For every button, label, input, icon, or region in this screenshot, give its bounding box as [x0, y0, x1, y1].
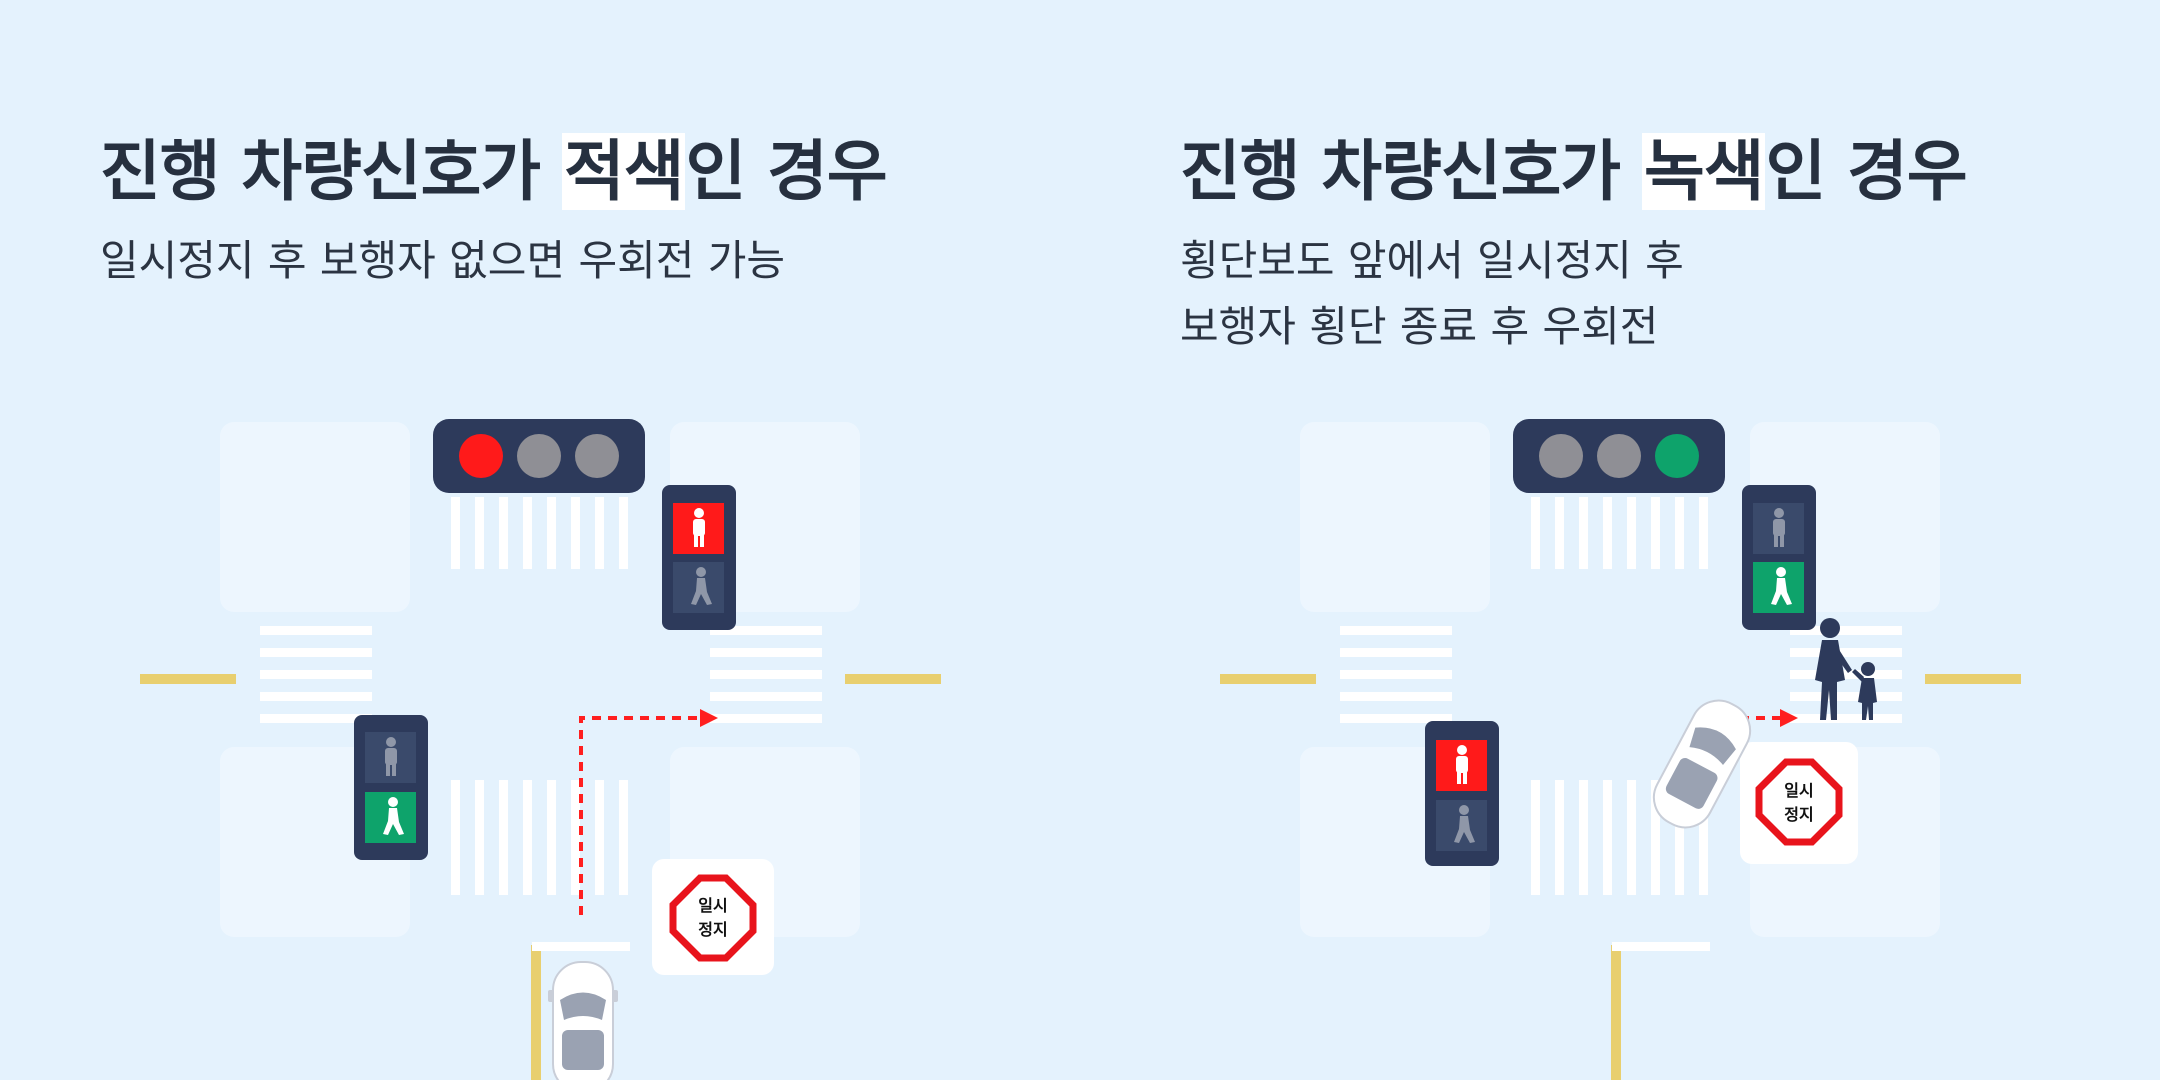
- stop-sign-text: 일시: [698, 896, 727, 915]
- signal-yellow-lamp: [517, 434, 561, 478]
- center-lines: [1220, 674, 2021, 1080]
- pedestrian-adult-icon: [1815, 618, 1852, 720]
- signal-green-lamp: [1655, 434, 1699, 478]
- stop-sign-text: 일시: [1784, 781, 1813, 800]
- panel-subtitle: 일시정지 후 보행자 없으면 우회전 가능: [100, 228, 785, 294]
- crosswalk-left: [260, 626, 372, 723]
- crosswalk-left: [1340, 626, 1452, 723]
- stop-sign-icon: 일시 정지: [652, 859, 774, 975]
- traffic-light-icon: [1513, 419, 1725, 493]
- panel-green-signal: 진행 차량신호가 녹색인 경우 횡단보도 앞에서 일시정지 후 보행자 횡단 종…: [1080, 0, 2160, 1080]
- stop-sign-icon: 일시 정지: [1740, 742, 1858, 864]
- crosswalk-top: [451, 497, 628, 569]
- pedestrian-child-icon: [1852, 662, 1877, 720]
- car-icon: [1652, 699, 1752, 829]
- right-turn-path-arrow: [579, 709, 718, 915]
- panel-subtitle: 횡단보도 앞에서 일시정지 후 보행자 횡단 종료 후 우회전: [1180, 228, 1684, 360]
- subtitle-line: 보행자 횡단 종료 후 우회전: [1180, 302, 1659, 351]
- stop-line: [1612, 942, 1710, 951]
- panel-red-signal: 진행 차량신호가 적색인 경우 일시정지 후 보행자 없으면 우회전 가능: [100, 118, 941, 1080]
- intersection-diagram: 일시 정지: [140, 419, 941, 1080]
- car-icon: [548, 961, 618, 1080]
- title-highlight: 녹색: [1642, 133, 1766, 210]
- subtitle-line: 횡단보도 앞에서 일시정지 후: [1180, 236, 1684, 285]
- stop-line: [532, 942, 630, 951]
- pedestrian-signal-icon: [662, 485, 736, 630]
- pedestrian-signal-icon: [1425, 721, 1499, 866]
- stop-sign-text: 정지: [1784, 805, 1813, 824]
- title-highlight: 적색: [562, 133, 686, 210]
- panel-title: 진행 차량신호가 녹색인 경우: [1180, 118, 1968, 214]
- panel-title: 진행 차량신호가 적색인 경우: [100, 118, 888, 214]
- signal-red-lamp: [1539, 434, 1583, 478]
- title-text-end: 인 경우: [685, 133, 887, 210]
- subtitle-line: 일시정지 후 보행자 없으면 우회전 가능: [100, 236, 785, 285]
- pedestrian-signal-icon: [354, 715, 428, 860]
- title-text: 진행 차량신호가: [1180, 133, 1642, 210]
- crosswalk-bottom: [1531, 780, 1708, 895]
- signal-green-lamp: [575, 434, 619, 478]
- traffic-light-icon: [433, 419, 645, 493]
- center-lines: [140, 674, 941, 1080]
- crosswalk-right: [710, 626, 822, 723]
- pedestrian-signal-icon: [1742, 485, 1816, 630]
- title-text: 진행 차량신호가: [100, 133, 562, 210]
- signal-red-lamp: [459, 434, 503, 478]
- title-text-end: 인 경우: [1765, 133, 1967, 210]
- crosswalk-top: [1531, 497, 1708, 569]
- intersection-diagram: 일시 정지: [1220, 419, 2021, 1080]
- signal-yellow-lamp: [1597, 434, 1641, 478]
- crosswalk-right: [1790, 626, 1902, 723]
- crosswalk-bottom: [451, 780, 628, 895]
- stop-sign-text: 정지: [698, 920, 727, 939]
